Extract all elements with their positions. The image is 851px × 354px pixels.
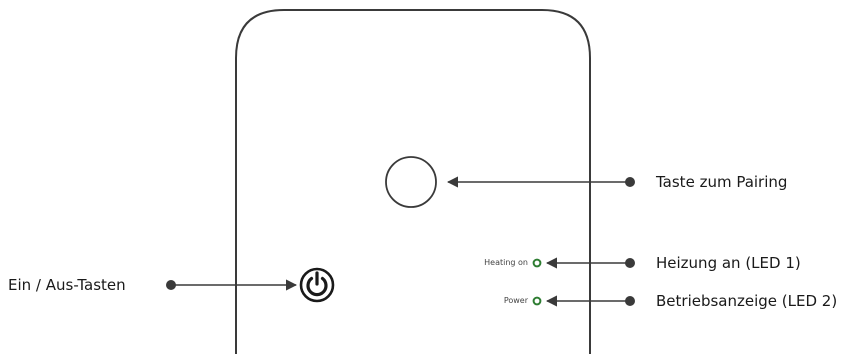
led-heating-on: [532, 258, 542, 268]
callout-power-button: Ein / Aus-Tasten: [8, 276, 126, 294]
leader-line-led2: [545, 295, 635, 307]
pairing-button: [385, 156, 437, 208]
callout-led2: Betriebsanzeige (LED 2): [656, 292, 838, 310]
power-device-label: Power: [503, 296, 528, 305]
heating-on-device-label: Heating on: [484, 258, 528, 267]
leader-line-pairing: [446, 176, 635, 188]
led-power: [532, 296, 542, 306]
device-body-outline: [235, 9, 591, 354]
callout-pairing: Taste zum Pairing: [656, 173, 788, 191]
leader-line-led1: [545, 257, 635, 269]
callout-led1: Heizung an (LED 1): [656, 254, 801, 272]
leader-line-power-button: [166, 279, 298, 291]
power-button-icon: [299, 267, 335, 303]
